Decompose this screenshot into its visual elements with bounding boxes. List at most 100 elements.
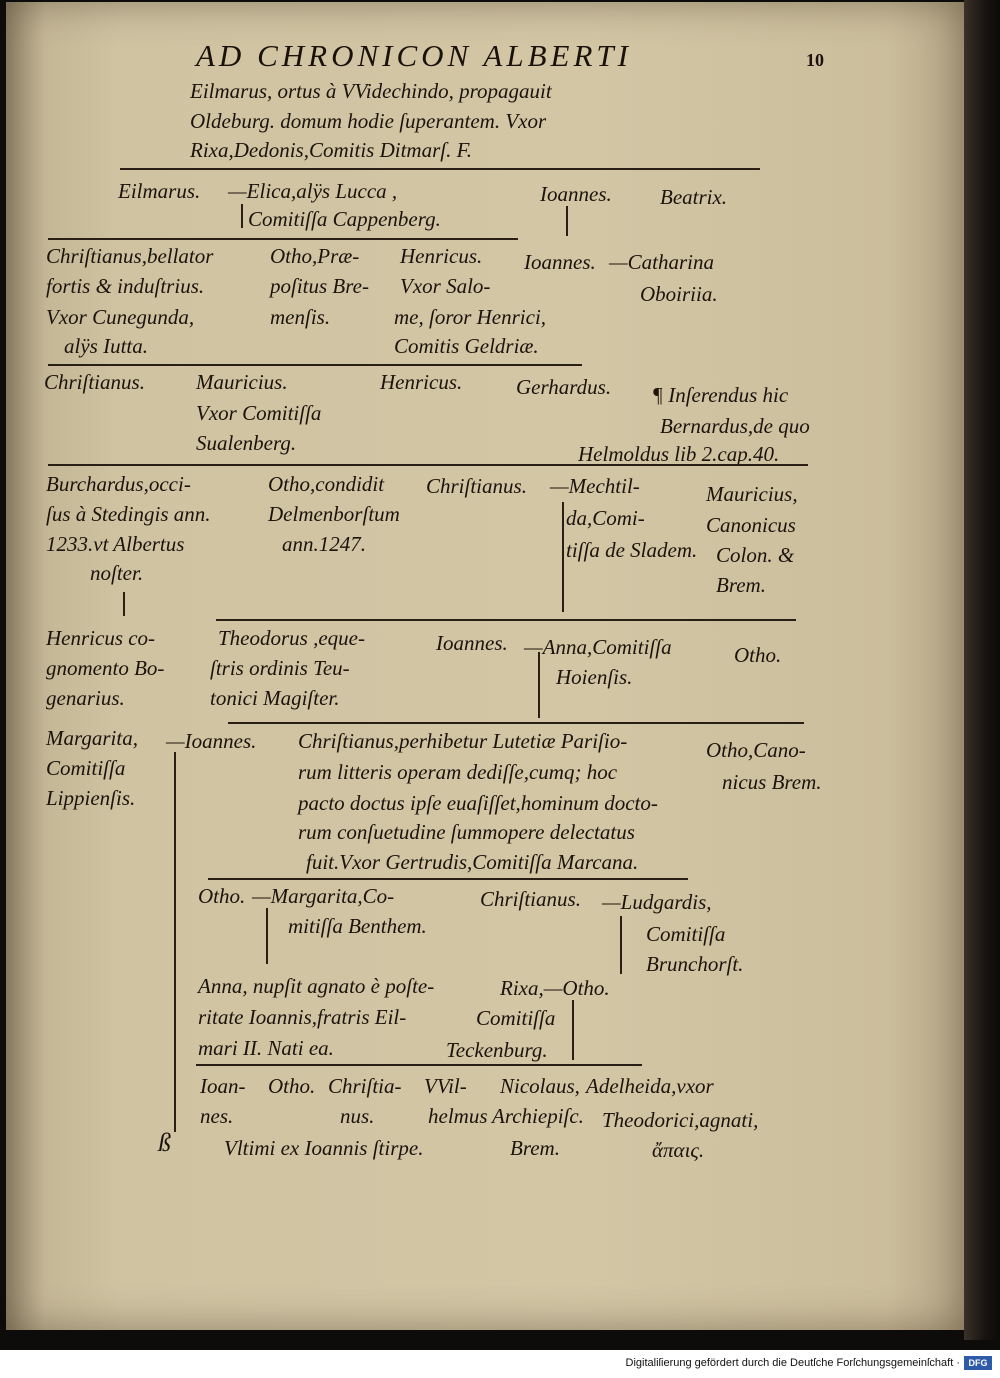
connector-line	[228, 722, 804, 724]
person-eilmarus-ii: Eilmarus.	[118, 179, 201, 203]
closing-line: Vltimi ex Ioannis ſtirpe.	[224, 1136, 424, 1160]
person-theodorus-line3: tonici Magiſter.	[210, 686, 340, 710]
person-burchardus-line4: noſter.	[90, 561, 144, 585]
person-beatrix: Beatrix.	[660, 185, 728, 209]
person-wilhelmus-line2: helmus	[428, 1104, 488, 1128]
person-otho-canonicus-line2: nicus Brem.	[722, 770, 822, 794]
person-anna-agnato-line3: mari II. Nati ea.	[198, 1036, 334, 1060]
person-mauricius-gen4: Mauricius.	[196, 370, 288, 394]
connector-line	[123, 592, 125, 616]
person-christianus-gen10-line2: nus.	[340, 1104, 375, 1128]
connector-line	[174, 752, 176, 1132]
person-burchardus-line2: ſus à Stedingis ann.	[46, 502, 211, 526]
page-number: 10	[806, 50, 824, 70]
connector-line	[120, 168, 760, 170]
connector-line	[620, 916, 622, 974]
person-joannes-gen6: Ioannes.	[436, 631, 508, 655]
person-otho-praepositus: Otho,Præ-	[270, 244, 360, 268]
person-christianus-gen8: Chriſtianus.	[480, 887, 581, 911]
connector-line	[208, 878, 688, 880]
catchword-mark: ß	[158, 1128, 171, 1157]
person-otho-delmenhorst: Otho,condidit	[268, 472, 385, 496]
person-theodorus: Theodorus ,eque-	[218, 626, 365, 650]
person-ludgardis: —Ludgardis,	[602, 890, 712, 914]
person-henricus-gen3-line2: Vxor Salo-	[400, 274, 491, 298]
person-nicolaus-line3: Brem.	[510, 1136, 560, 1160]
person-otho-gen10: Otho.	[268, 1074, 316, 1098]
connector-line	[48, 364, 582, 366]
person-nicolaus: Nicolaus,	[500, 1074, 580, 1098]
person-mauricius-canonicus-line2: Canonicus	[706, 513, 796, 537]
person-joannes-gen2: Ioannes.	[540, 182, 612, 206]
person-christianus-bellator-line4: alÿs Iutta.	[64, 334, 148, 358]
person-anna-hoiensis: —Anna,Comitiſſa	[524, 635, 672, 659]
person-otho-gen8: Otho.	[198, 884, 246, 908]
person-otho-delmenhorst-line2: Delmenborſtum	[268, 502, 400, 526]
person-christianus-lutetia-line3: pacto doctus ipſe euaſiſſet,hominum doct…	[298, 791, 658, 815]
editorial-note-line3: Helmoldus lib 2.cap.40.	[578, 442, 780, 466]
person-otho-praepositus-line2: poſitus Bre-	[270, 274, 369, 298]
person-mechtild: —Mechtil-	[550, 474, 640, 498]
person-christianus-gen4: Chriſtianus.	[44, 370, 145, 394]
person-adelheida-line2: Theodorici,agnati,	[602, 1108, 759, 1132]
person-nicolaus-line2: Archiepiſc.	[492, 1104, 584, 1128]
person-henricus-bogenarius-line3: genarius.	[46, 686, 125, 710]
person-christianus-bellator-line3: Vxor Cunegunda,	[46, 305, 195, 329]
person-christianus-gen5: Chriſtianus.	[426, 474, 527, 498]
person-burchardus-line3: 1233.vt Albertus	[46, 532, 185, 556]
person-theodorus-line2: ſtris ordinis Teu-	[210, 656, 350, 680]
person-catharina-line2: Oboiriia.	[640, 282, 718, 306]
intro-line-2: Oldeburg. domum hodie ſuperantem. Vxor	[190, 109, 547, 133]
person-adelheida: Adelheida,vxor	[586, 1074, 714, 1098]
editorial-note-line2: Bernardus,de quo	[660, 414, 810, 438]
person-elica-title: Comitiſſa Cappenberg.	[248, 207, 441, 231]
person-wilhelmus: VVil-	[424, 1074, 467, 1098]
person-margarita-benthem: —Margarita,Co-	[252, 884, 395, 908]
person-christianus-lutetia-line2: rum litteris operam dediſſe,cumq; hoc	[298, 760, 618, 784]
person-rixa-teckenburg-line2: Comitiſſa	[476, 1006, 556, 1030]
person-mauricius-gen4-line3: Sualenberg.	[196, 431, 297, 455]
person-christianus-lutetia: Chriſtianus,perhibetur Lutetiæ Pariſio-	[298, 729, 628, 753]
person-joannes-gen7: —Ioannes.	[166, 729, 257, 753]
person-mechtild-line2: da,Comi-	[566, 506, 645, 530]
person-henricus-bogenarius-line2: gnomento Bo-	[46, 656, 165, 680]
page-edge-shadow	[964, 0, 1000, 1340]
person-mauricius-canonicus-line3: Colon. &	[716, 543, 795, 567]
person-mauricius-canonicus: Mauricius,	[706, 482, 798, 506]
person-margarita-lippiensis-line2: Comitiſſa	[46, 756, 126, 780]
person-mauricius-gen4-line2: Vxor Comitiſſa	[196, 401, 322, 425]
connector-line	[562, 502, 564, 612]
person-mechtild-line3: tiſſa de Sladem.	[566, 538, 698, 562]
person-otho-canonicus: Otho,Cano-	[706, 738, 806, 762]
person-ludgardis-line2: Comitiſſa	[646, 922, 726, 946]
person-margarita-lippiensis-line3: Lippienſis.	[46, 786, 136, 810]
person-margarita-lippiensis: Margarita,	[46, 726, 138, 750]
person-adelheida-line3: ἄπαις.	[652, 1138, 705, 1162]
person-rixa-teckenburg-line3: Teckenburg.	[446, 1038, 548, 1062]
person-joannes-gen3: Ioannes.	[524, 250, 596, 274]
dfg-logo-icon: DFG	[964, 1356, 992, 1370]
person-christianus-lutetia-line5: fuit.Vxor Gertrudis,Comitiſſa Marcana.	[306, 850, 639, 874]
person-christianus-bellator-line2: fortis & induſtrius.	[46, 274, 205, 298]
person-henricus-gen4: Henricus.	[380, 370, 463, 394]
person-burchardus: Burchardus,occi-	[46, 472, 191, 496]
connector-line	[538, 652, 540, 718]
person-otho-praepositus-line3: menſis.	[270, 305, 331, 329]
person-catharina: —Catharina	[609, 250, 715, 274]
connector-line	[566, 206, 568, 236]
connector-line	[216, 619, 796, 621]
connector-line	[48, 238, 518, 240]
person-anna-agnato-line2: ritate Ioannis,fratris Eil-	[198, 1005, 407, 1029]
person-joannes-gen10: Ioan-	[200, 1074, 246, 1098]
connector-line	[266, 908, 268, 964]
person-anna-hoiensis-line2: Hoienſis.	[556, 665, 633, 689]
connector-line	[48, 464, 808, 466]
person-henricus-bogenarius: Henricus co-	[46, 626, 156, 650]
person-otho-delmenhorst-line3: ann.1247.	[282, 532, 366, 556]
funding-credit: Digitaliſierung gefördert durch die Deut…	[625, 1357, 960, 1369]
person-henricus-gen3: Henricus.	[400, 244, 483, 268]
person-henricus-gen3-line4: Comitis Geldriæ.	[394, 334, 539, 358]
connector-line	[572, 1000, 574, 1060]
person-henricus-gen3-line3: me, ſoror Henrici,	[394, 305, 547, 329]
person-joannes-gen10-line2: nes.	[200, 1104, 234, 1128]
